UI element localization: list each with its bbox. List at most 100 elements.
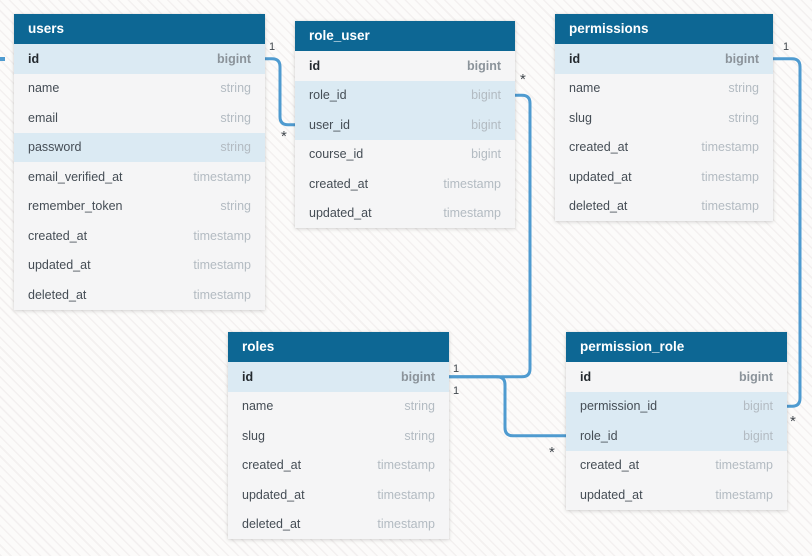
field-type: string	[728, 110, 759, 125]
field-type: string	[404, 428, 435, 443]
field-name: created_at	[569, 140, 629, 155]
field-name: name	[242, 399, 274, 414]
field-name: name	[569, 81, 601, 96]
field-name: email_verified_at	[28, 169, 123, 184]
field-name: created_at	[242, 458, 302, 473]
field-name: role_id	[309, 88, 347, 103]
field-name: updated_at	[309, 206, 372, 221]
field-row-roles-name[interactable]: name string	[228, 391, 449, 421]
field-row-role_user-id[interactable]: id bigint	[295, 51, 515, 81]
field-type: timestamp	[443, 176, 501, 191]
field-type: string	[220, 110, 251, 125]
relationship-users-role_user	[263, 57, 297, 127]
field-type: string	[220, 199, 251, 214]
field-name: user_id	[309, 117, 350, 132]
field-type: timestamp	[443, 206, 501, 221]
table-header-role_user[interactable]: role_user	[295, 21, 515, 51]
field-name: updated_at	[569, 169, 632, 184]
field-type: string	[728, 81, 759, 96]
field-row-permission_role-permission_id[interactable]: permission_id bigint	[566, 391, 787, 421]
table-header-users[interactable]: users	[14, 14, 265, 44]
field-row-users-updated_at[interactable]: updated_at timestamp	[14, 250, 265, 280]
field-row-permission_role-role_id[interactable]: role_id bigint	[566, 421, 787, 451]
field-type: bigint	[400, 369, 435, 384]
cardinality-from-roles-permission_role: 1	[453, 385, 459, 397]
field-type: bigint	[743, 399, 773, 414]
field-name: remember_token	[28, 199, 123, 214]
field-name: id	[309, 58, 321, 73]
field-name: id	[569, 51, 581, 66]
field-name: course_id	[309, 147, 364, 162]
field-name: updated_at	[28, 258, 91, 273]
field-type: bigint	[466, 58, 501, 73]
field-type: timestamp	[715, 458, 773, 473]
field-type: bigint	[471, 147, 501, 162]
cardinality-from-permissions-permission_role: 1	[783, 41, 789, 53]
field-row-role_user-updated_at[interactable]: updated_at timestamp	[295, 198, 515, 228]
field-name: updated_at	[580, 487, 643, 502]
field-type: bigint	[743, 428, 773, 443]
cardinality-from-users-role_user: 1	[269, 41, 275, 53]
field-row-users-remember_token[interactable]: remember_token string	[14, 191, 265, 221]
cardinality-to-role_user-roles: 1	[453, 363, 459, 375]
field-type: timestamp	[193, 169, 251, 184]
relationship-roles-permission_role	[447, 375, 568, 438]
field-row-permissions-name[interactable]: name string	[555, 73, 773, 103]
field-name: permission_id	[580, 399, 658, 414]
field-name: created_at	[309, 176, 369, 191]
field-row-role_user-course_id[interactable]: course_id bigint	[295, 139, 515, 169]
field-type: bigint	[471, 117, 501, 132]
field-type: timestamp	[701, 169, 759, 184]
field-row-users-email_verified_at[interactable]: email_verified_at timestamp	[14, 162, 265, 192]
field-type: bigint	[738, 369, 773, 384]
field-row-roles-id[interactable]: id bigint	[228, 362, 449, 392]
field-name: name	[28, 81, 60, 96]
field-row-permission_role-updated_at[interactable]: updated_at timestamp	[566, 480, 787, 510]
table-header-permissions[interactable]: permissions	[555, 14, 773, 44]
field-name: email	[28, 110, 58, 125]
offcanvas-connector-stub	[0, 57, 5, 61]
field-row-permission_role-created_at[interactable]: created_at timestamp	[566, 450, 787, 480]
field-type: timestamp	[193, 228, 251, 243]
field-name: deleted_at	[242, 517, 301, 532]
field-name: id	[242, 369, 254, 384]
field-type: timestamp	[715, 487, 773, 502]
field-row-role_user-user_id[interactable]: user_id bigint	[295, 110, 515, 140]
field-type: string	[220, 140, 251, 155]
field-type: string	[404, 399, 435, 414]
field-row-permissions-updated_at[interactable]: updated_at timestamp	[555, 162, 773, 192]
field-name: updated_at	[242, 487, 305, 502]
cardinality-to-roles-permission_role: *	[549, 444, 555, 461]
field-type: timestamp	[193, 258, 251, 273]
field-name: deleted_at	[569, 199, 628, 214]
field-row-role_user-created_at[interactable]: created_at timestamp	[295, 169, 515, 199]
field-type: timestamp	[193, 287, 251, 302]
table-header-roles[interactable]: roles	[228, 332, 449, 362]
field-name: role_id	[580, 428, 618, 443]
field-row-users-email[interactable]: email string	[14, 103, 265, 133]
field-name: created_at	[580, 458, 640, 473]
field-type: bigint	[216, 51, 251, 66]
table-header-permission_role[interactable]: permission_role	[566, 332, 787, 362]
